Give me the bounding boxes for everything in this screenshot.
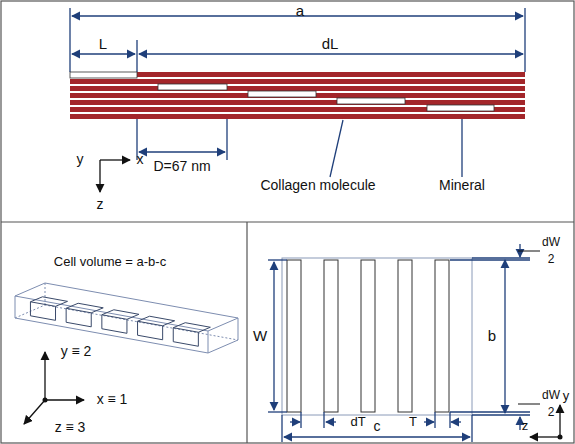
mineral [361,260,375,412]
mineral [138,316,175,326]
dimension-label: dW [542,236,560,249]
dimension-label: 2 [548,253,555,266]
mineral [66,303,103,313]
mineral [337,98,405,104]
mineral [30,297,67,307]
mineral [435,260,449,412]
mineral [398,260,412,412]
mineral [102,310,139,320]
axis-label: z ≡ 3 [55,420,86,435]
collagen-molecule [70,86,525,91]
mineral [158,84,227,90]
dimension-label: b [488,328,496,345]
axis-label: y [563,389,570,403]
mineral [287,260,301,412]
part-label: Mineral [439,178,485,193]
dimension-label: T [409,415,417,429]
mineral [30,302,55,321]
collagen-molecule [70,79,525,84]
dimension-label: c [372,419,383,434]
note-label: Cell volume = a-b-c [54,255,166,269]
dimension-label: dT [350,415,365,429]
mineral [138,321,163,340]
mineral [248,91,316,97]
axis-label: x ≡ 1 [97,392,128,407]
dimension-label: W [253,328,267,345]
collagen-molecule [70,72,525,77]
collagen-molecule [70,100,525,105]
collagen-molecule [70,114,525,119]
dimension-label: L [99,36,107,53]
axis-label: y [77,152,84,167]
mineral [102,315,127,334]
mineral [70,72,137,78]
axis-label: x [137,152,144,167]
mineral [324,260,338,412]
axis-label: y ≡ 2 [61,344,92,359]
axis-label: z [522,419,529,433]
mineral [427,105,494,111]
dimension-label: 2 [548,406,555,419]
mineral [66,308,91,327]
dimension-label: dW [542,389,560,402]
axis-label: z [97,197,104,212]
dimension-label: dL [322,36,339,53]
dimension-label: D=67 nm [153,159,210,174]
mineral [173,323,210,333]
part-label: Collagen molecule [260,178,375,193]
mineral [173,328,198,347]
dimension-label: a [296,3,304,20]
